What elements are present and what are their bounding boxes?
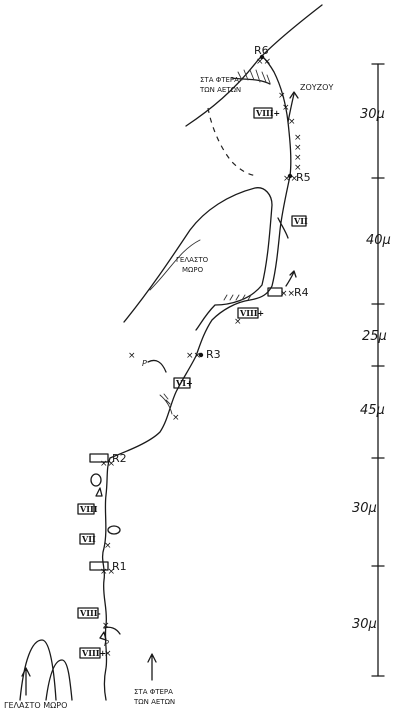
r3-flake	[147, 359, 167, 373]
bolt-mark: ×	[294, 133, 302, 143]
summit-ridge-line	[185, 4, 323, 127]
bolt-mark: ×	[294, 153, 302, 163]
grade-box-g2: VIII-	[77, 607, 101, 619]
neighbour-route-dashed-line	[207, 107, 259, 177]
gelasto-bottom-label: ΓΕΛΑΣΤΟ ΜΩΡΟ	[4, 701, 67, 710]
bolt-mark-r6-double: ××	[256, 57, 271, 67]
r1-ledge-marker	[89, 561, 109, 571]
ta-ftera-top-label-2: ΤΩΝ ΑΕΤΩΝ	[199, 86, 241, 94]
grade-box-g5: VI+	[173, 377, 193, 389]
left-rock-hatching	[223, 294, 252, 301]
pitch-length-label: 30μ	[360, 107, 385, 122]
bolt-mark: ×	[104, 541, 112, 551]
ta-ftera-bottom-label-2: ΤΩΝ ΑΕΤΩΝ	[133, 698, 175, 706]
grade-label: VII	[81, 534, 96, 544]
belay-r1-label: R1	[112, 560, 127, 573]
grade-label: VIII-	[79, 608, 101, 618]
summit-ledge	[231, 77, 271, 85]
pocket-feature	[90, 473, 102, 487]
bolt-mark: ×	[102, 621, 110, 631]
bolt-mark: ×	[294, 143, 302, 153]
bolt-mark: ×	[288, 117, 296, 127]
bolt-mark-r4-double: ××	[280, 289, 295, 299]
bolt-mark: ×	[282, 103, 290, 113]
grade-box-g6: VIII+	[79, 647, 106, 659]
grade-label: VIII+	[239, 308, 264, 318]
r3-flake-hatch	[159, 393, 173, 415]
bolt-mark-r1-double: ××	[100, 567, 115, 577]
scale-ticks	[371, 63, 385, 677]
grade-box-g3: VII	[79, 533, 96, 545]
zouzou-branch-arrow	[289, 91, 299, 99]
bolt-mark-r2-double: ××	[100, 459, 115, 469]
bolt-mark: ×	[104, 649, 112, 659]
r6-belay-dot	[259, 54, 265, 60]
bolt-mark-r5-double: ××	[283, 174, 298, 184]
grade-box-g1: VIII+	[253, 107, 280, 119]
bolt-mark: ×	[172, 413, 180, 423]
belay-r4-label: R4	[294, 286, 309, 299]
ta-ftera-top-label-1: ΣΤΑ ΦΤΕΡΑ	[200, 76, 239, 84]
pitch-length-label: 30μ	[352, 501, 377, 516]
belay-r6-label: R6	[254, 44, 269, 57]
belay-r2-label: R2	[112, 452, 127, 465]
grade-box-g4: VIII	[77, 503, 98, 515]
grade-box-g7: VII	[291, 215, 308, 227]
grade-label: VIII+	[81, 648, 106, 658]
bottom-rock-arch-2	[45, 659, 73, 701]
pitch-length-label: 40μ	[366, 233, 391, 248]
r2-ledge-marker	[89, 453, 109, 463]
overlap-feature	[103, 626, 121, 635]
bulge-feature	[107, 525, 121, 535]
belay-r5-label: R5	[296, 171, 311, 184]
ta-ftera-bottom-label-1: ΣΤΑ ΦΤΕΡΑ	[134, 688, 173, 696]
ftera-start-arrow	[147, 653, 157, 681]
summit-ledge-hatching	[237, 69, 271, 84]
r3-belay-dot	[198, 352, 204, 358]
left-rock-inner-line	[149, 239, 201, 291]
grade-label: VII	[293, 216, 308, 226]
bolt-mark-r3-double: ××	[186, 351, 201, 361]
flake-feature-1	[95, 487, 103, 497]
bolt-mark: ×	[278, 91, 286, 101]
r4-branch-arrow	[285, 270, 297, 287]
piton-mark: P	[142, 359, 147, 368]
piton-mark: P	[104, 639, 109, 648]
flake-feature-2	[99, 631, 107, 641]
pitch-length-label: 45μ	[360, 403, 385, 418]
grade-label: VI+	[175, 378, 193, 388]
belay-r3-label: R3	[206, 348, 221, 361]
zouzou-label: ΖΟΥΖΟΥ	[300, 83, 333, 92]
grade-label: VIII+	[255, 108, 280, 118]
left-rock-outline	[123, 187, 273, 331]
bolt-mark: ×	[234, 317, 242, 327]
r4-ledge-marker	[267, 287, 283, 297]
grade-label: VIII	[79, 504, 98, 514]
corner-feature	[277, 217, 289, 239]
r5-belay-dot	[287, 173, 293, 179]
grade-box-g8: VIII+	[237, 307, 264, 319]
gelasto-mid-label-2: ΜΩΡΟ	[182, 266, 204, 274]
zouzou-branch-line	[287, 93, 295, 123]
bolt-mark: ×	[128, 351, 136, 361]
gelasto-start-arrow	[21, 667, 31, 696]
gelasto-mid-label-1: ΓΕΛΑΣΤΟ	[176, 256, 209, 264]
bolt-mark: ×	[294, 163, 302, 173]
pitch-length-label: 25μ	[362, 329, 387, 344]
bolt-marks: ×× × × × × × × × ×× ×× × ×× × × ×× × ×× …	[100, 57, 302, 659]
main-route-line	[101, 55, 292, 701]
pitch-length-label: 30μ	[352, 617, 377, 632]
